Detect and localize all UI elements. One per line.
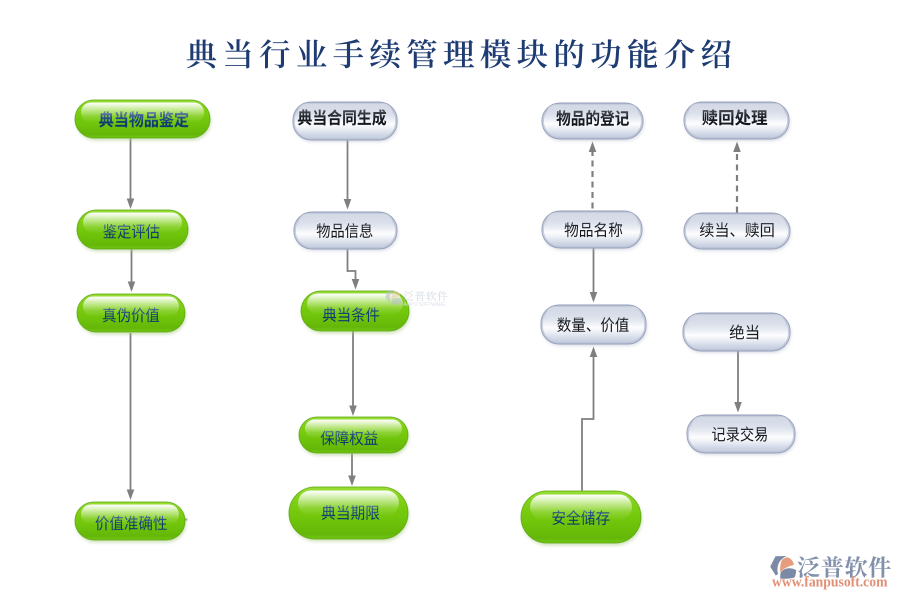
svg-text:ANPU SOFTWARE: ANPU SOFTWARE [404, 302, 446, 308]
svg-text:www.fanpusoft.com: www.fanpusoft.com [772, 575, 888, 591]
